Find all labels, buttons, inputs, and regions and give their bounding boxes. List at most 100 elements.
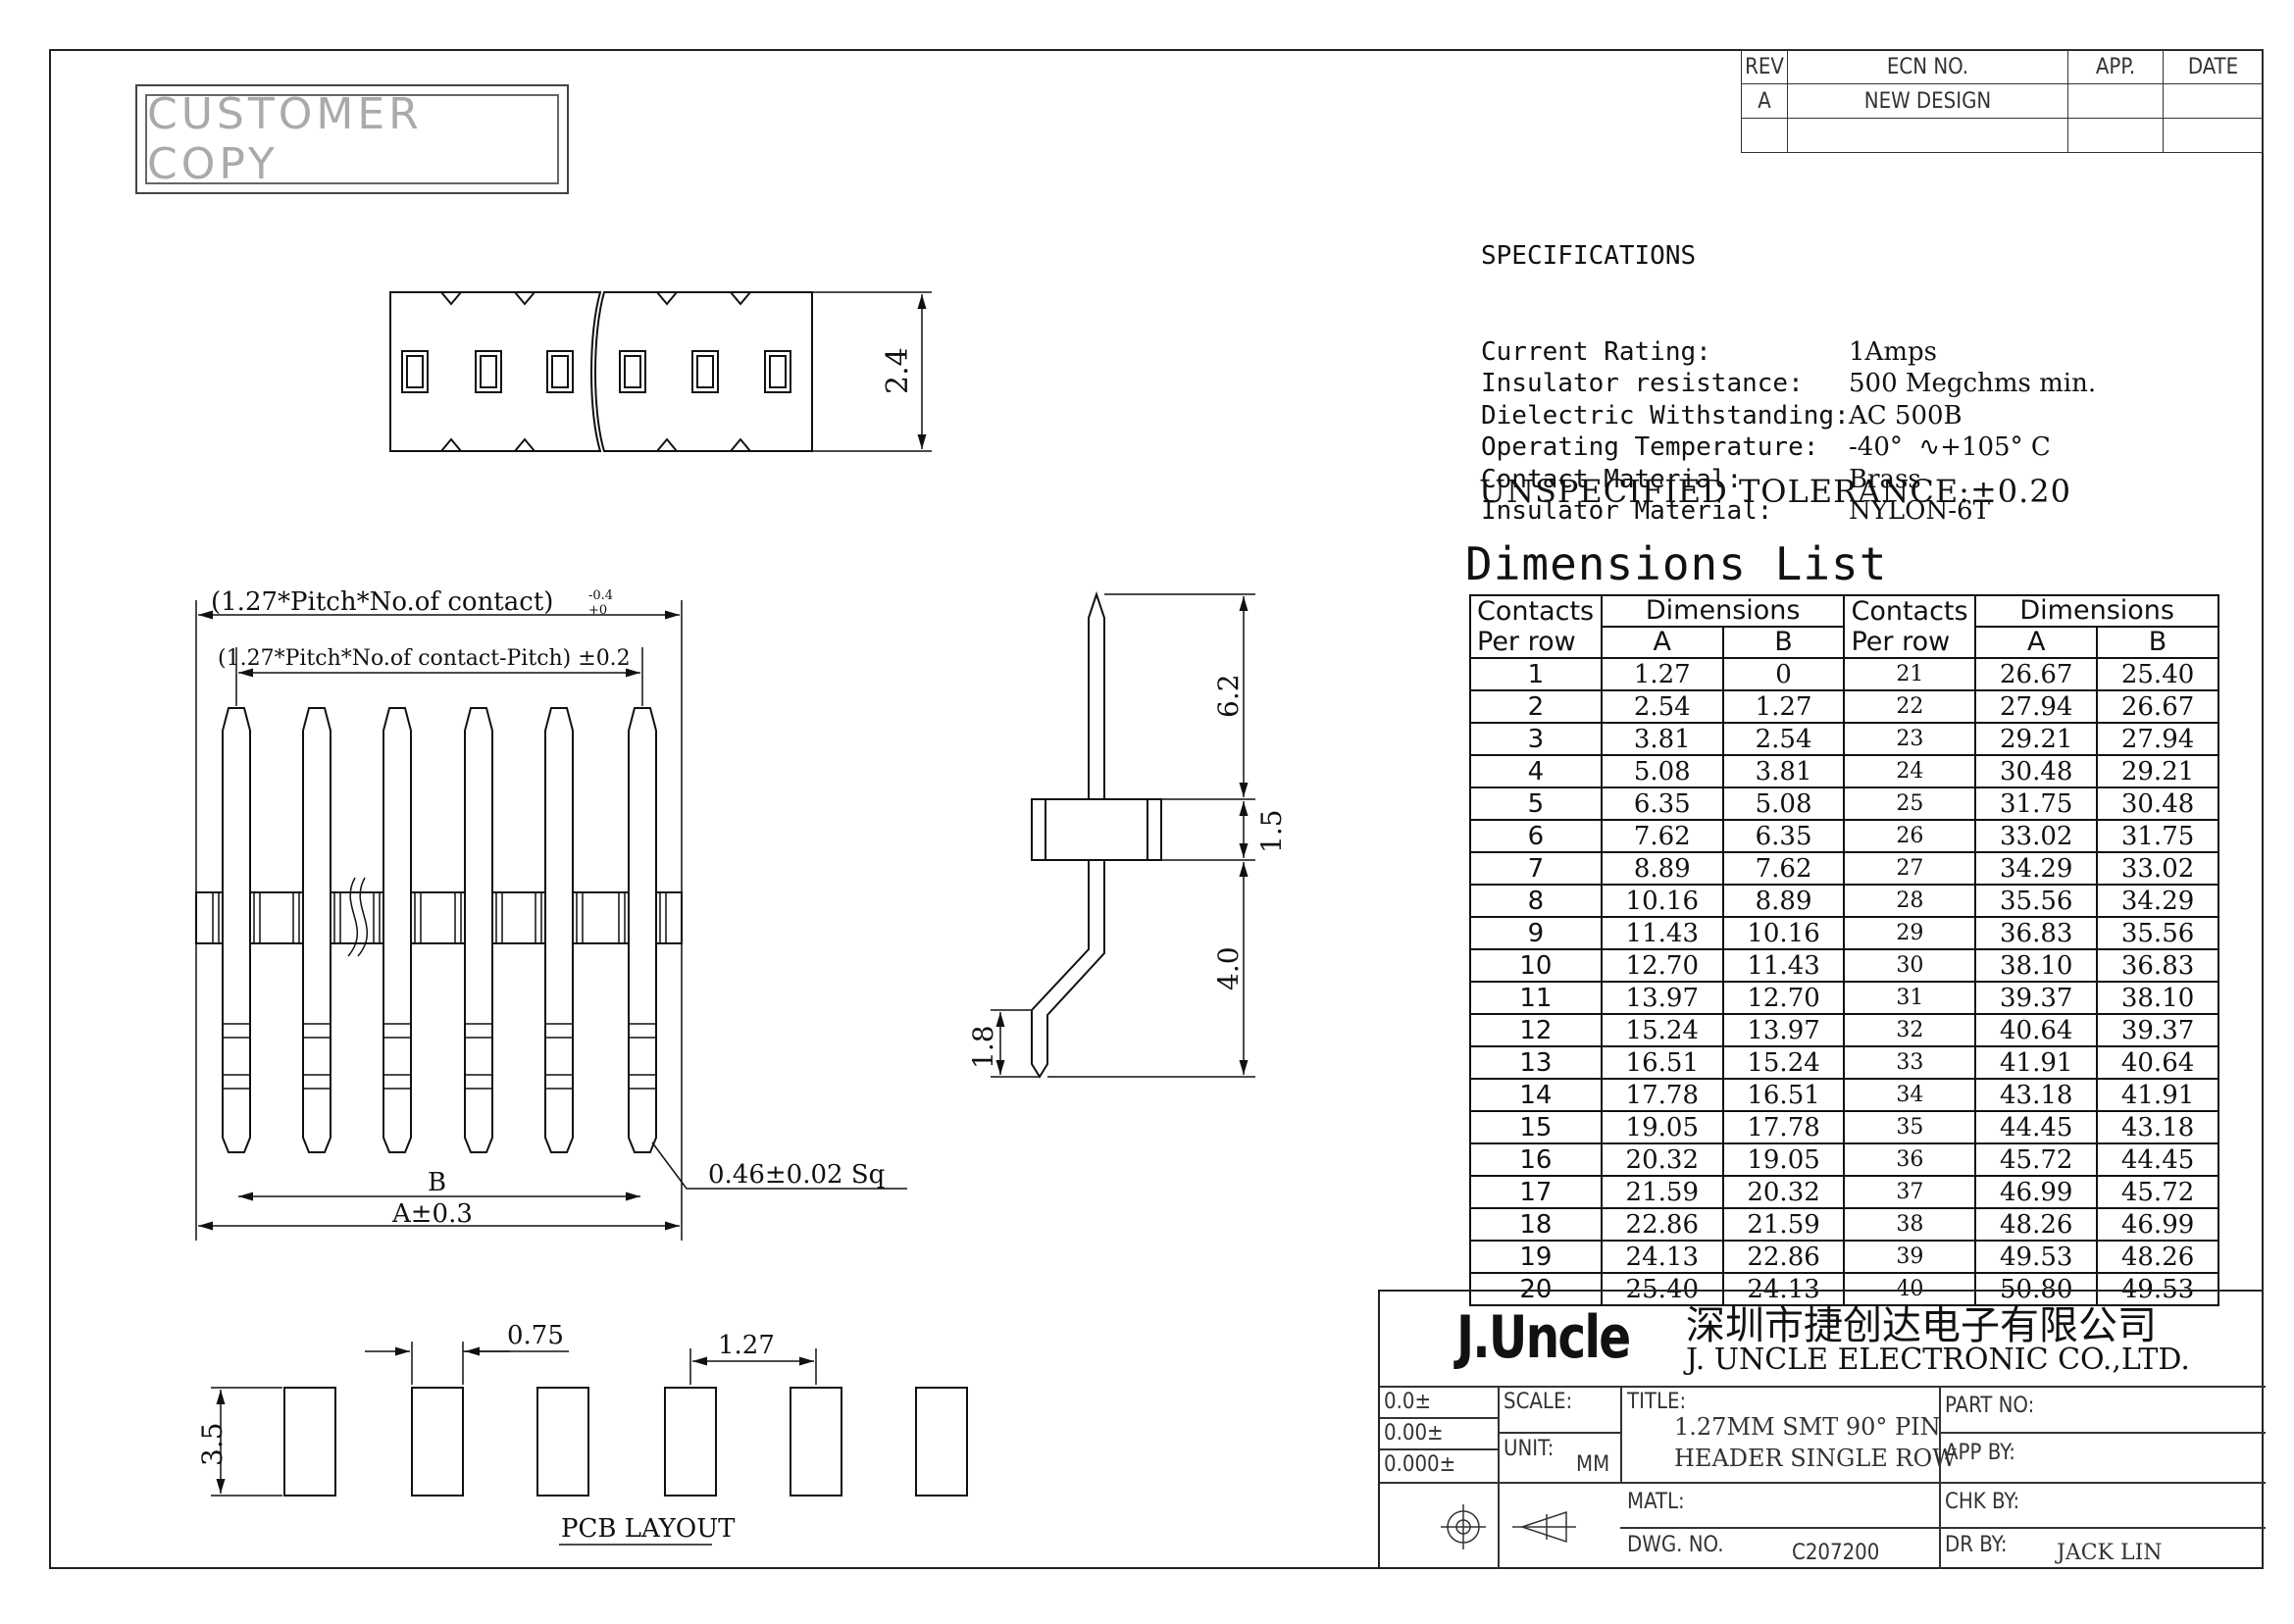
dim-b-cell: 16.51 <box>1721 1078 1846 1112</box>
unspecified-tolerance: UNSPECIFIED TOLERANCE:±0.20 <box>1479 473 2072 510</box>
matl-label: MATL: <box>1627 1490 1685 1514</box>
spec-value: 1Amps <box>1849 336 1937 367</box>
dwg-no-label: DWG. NO. <box>1627 1533 1724 1557</box>
dim-a-cell: 43.18 <box>1974 1078 2099 1112</box>
dim-b-cell: 11.43 <box>1721 948 1846 983</box>
part-no-label: PART NO: <box>1945 1394 2035 1418</box>
dim-a-cell: 50.80 <box>1974 1272 2099 1306</box>
dim-a-cell: 2.54 <box>1600 689 1724 724</box>
pin <box>464 707 493 1153</box>
spec-value: NYLON-6T <box>1849 496 1990 526</box>
front-view <box>195 600 907 1241</box>
dim-a-cell: 44.45 <box>1974 1110 2099 1144</box>
front-overall-label: (1.27*Pitch*No.of contact) <box>211 587 553 617</box>
pcb-layout-title: PCB LAYOUT <box>561 1514 736 1544</box>
dim-a-cell: 20.32 <box>1600 1142 1724 1177</box>
pin <box>382 707 412 1153</box>
contacts-cell: 10 <box>1469 948 1603 983</box>
dim-a-cell: 41.91 <box>1974 1045 2099 1080</box>
side-top-label: 6.2 <box>1212 674 1245 718</box>
contacts-cell: 39 <box>1843 1240 1977 1274</box>
contacts-cell: 11 <box>1469 981 1603 1015</box>
app-header: APP. <box>2067 49 2164 84</box>
front-overall-tol-upper: -0.4 <box>588 588 613 603</box>
front-overall-tol-lower: +0 <box>588 603 607 618</box>
dim-b-cell: 34.29 <box>2096 884 2219 918</box>
spec-row: Operating Temperature:-40° ∿+105° C <box>1481 431 2096 464</box>
dim-a-cell: 31.75 <box>1974 787 2099 821</box>
top-view <box>389 291 932 452</box>
title-block: J.Uncle 深圳市捷创达电子有限公司 J. UNCLE ELECTRONIC… <box>1378 1290 2266 1569</box>
pin <box>222 707 251 1153</box>
contacts-cell: 36 <box>1843 1142 1977 1177</box>
side-offset-label: 1.8 <box>967 1025 999 1069</box>
dim-b-cell: 29.21 <box>2096 754 2219 788</box>
dim-a-cell: 48.26 <box>1974 1207 2099 1242</box>
spec-value: Brass <box>1849 464 1921 494</box>
contacts-cell: 30 <box>1843 948 1977 983</box>
pcb-pad-width-label: 0.75 <box>507 1321 564 1350</box>
contacts-cell: 14 <box>1469 1078 1603 1112</box>
dim-a-cell: 24.13 <box>1600 1240 1724 1274</box>
scale-label: SCALE: <box>1504 1390 1573 1414</box>
top-view-height-label: 2.4 <box>881 347 915 394</box>
dim-b-cell: 13.97 <box>1721 1013 1846 1047</box>
title-line-1: 1.27MM SMT 90° PIN <box>1674 1413 1941 1441</box>
dim-a-cell: 6.35 <box>1600 787 1724 821</box>
spec-row: Insulator resistance:500 Megchms min. <box>1481 368 2096 400</box>
contacts-cell: 6 <box>1469 819 1603 853</box>
dim-a-cell: 15.24 <box>1600 1013 1724 1047</box>
spec-label: Current Rating: <box>1481 336 1711 367</box>
dim-a-cell: 27.94 <box>1974 689 2099 724</box>
tolerance-3: 0.000± <box>1384 1452 1456 1477</box>
contacts-cell: 3 <box>1469 722 1603 756</box>
dim-a-cell: 34.29 <box>1974 851 2099 886</box>
contacts-cell: 31 <box>1843 981 1977 1015</box>
dim-b-cell: 44.45 <box>2096 1142 2219 1177</box>
spec-value: 500 Megchms min. <box>1849 369 2097 398</box>
dim-b-cell: 49.53 <box>2096 1272 2219 1306</box>
contacts-cell: 33 <box>1843 1045 1977 1080</box>
contacts-cell: 35 <box>1843 1110 1977 1144</box>
contacts-cell: 22 <box>1843 689 1977 724</box>
ecn-cell: NEW DESIGN <box>1787 83 2068 119</box>
rev-header: REV <box>1741 49 1788 84</box>
dim-b-cell: 0 <box>1721 657 1846 691</box>
dim-a-cell: 30.48 <box>1974 754 2099 788</box>
dim-a-cell: 13.97 <box>1600 981 1724 1015</box>
dwg-no-value: C207200 <box>1792 1541 1880 1565</box>
dim-a-cell: 1.27 <box>1600 657 1724 691</box>
dim-b-cell: 7.62 <box>1721 851 1846 886</box>
dim-b-cell: 30.48 <box>2096 787 2219 821</box>
company-name-cn: 深圳市捷创达电子有限公司 <box>1686 1303 2157 1348</box>
contacts-cell: 32 <box>1843 1013 1977 1047</box>
dim-b-cell: 20.32 <box>1721 1175 1846 1209</box>
contacts-cell: 19 <box>1469 1240 1603 1274</box>
unit-value: MM <box>1576 1452 1610 1477</box>
dim-a-cell: 40.64 <box>1974 1013 2099 1047</box>
pin <box>302 707 331 1153</box>
dim-a-cell: 25.40 <box>1600 1272 1724 1306</box>
dim-b-cell: 36.83 <box>2096 948 2219 983</box>
spec-row: Insulator Material:NYLON-6T <box>1481 495 2096 528</box>
pcb-pad-height-label: 3.5 <box>196 1422 229 1466</box>
pcb-pitch-label: 1.27 <box>718 1331 775 1360</box>
spec-row: Current Rating: 1Amps <box>1481 336 2096 369</box>
dim-b-cell: 19.05 <box>1721 1142 1846 1177</box>
dim-b-cell: 38.10 <box>2096 981 2219 1015</box>
b-header: B <box>1721 626 1846 659</box>
spec-row: Dielectric Withstanding:AC 500B <box>1481 400 2096 432</box>
dim-a-cell: 8.89 <box>1600 851 1724 886</box>
spec-value: AC 500B <box>1849 400 1963 431</box>
